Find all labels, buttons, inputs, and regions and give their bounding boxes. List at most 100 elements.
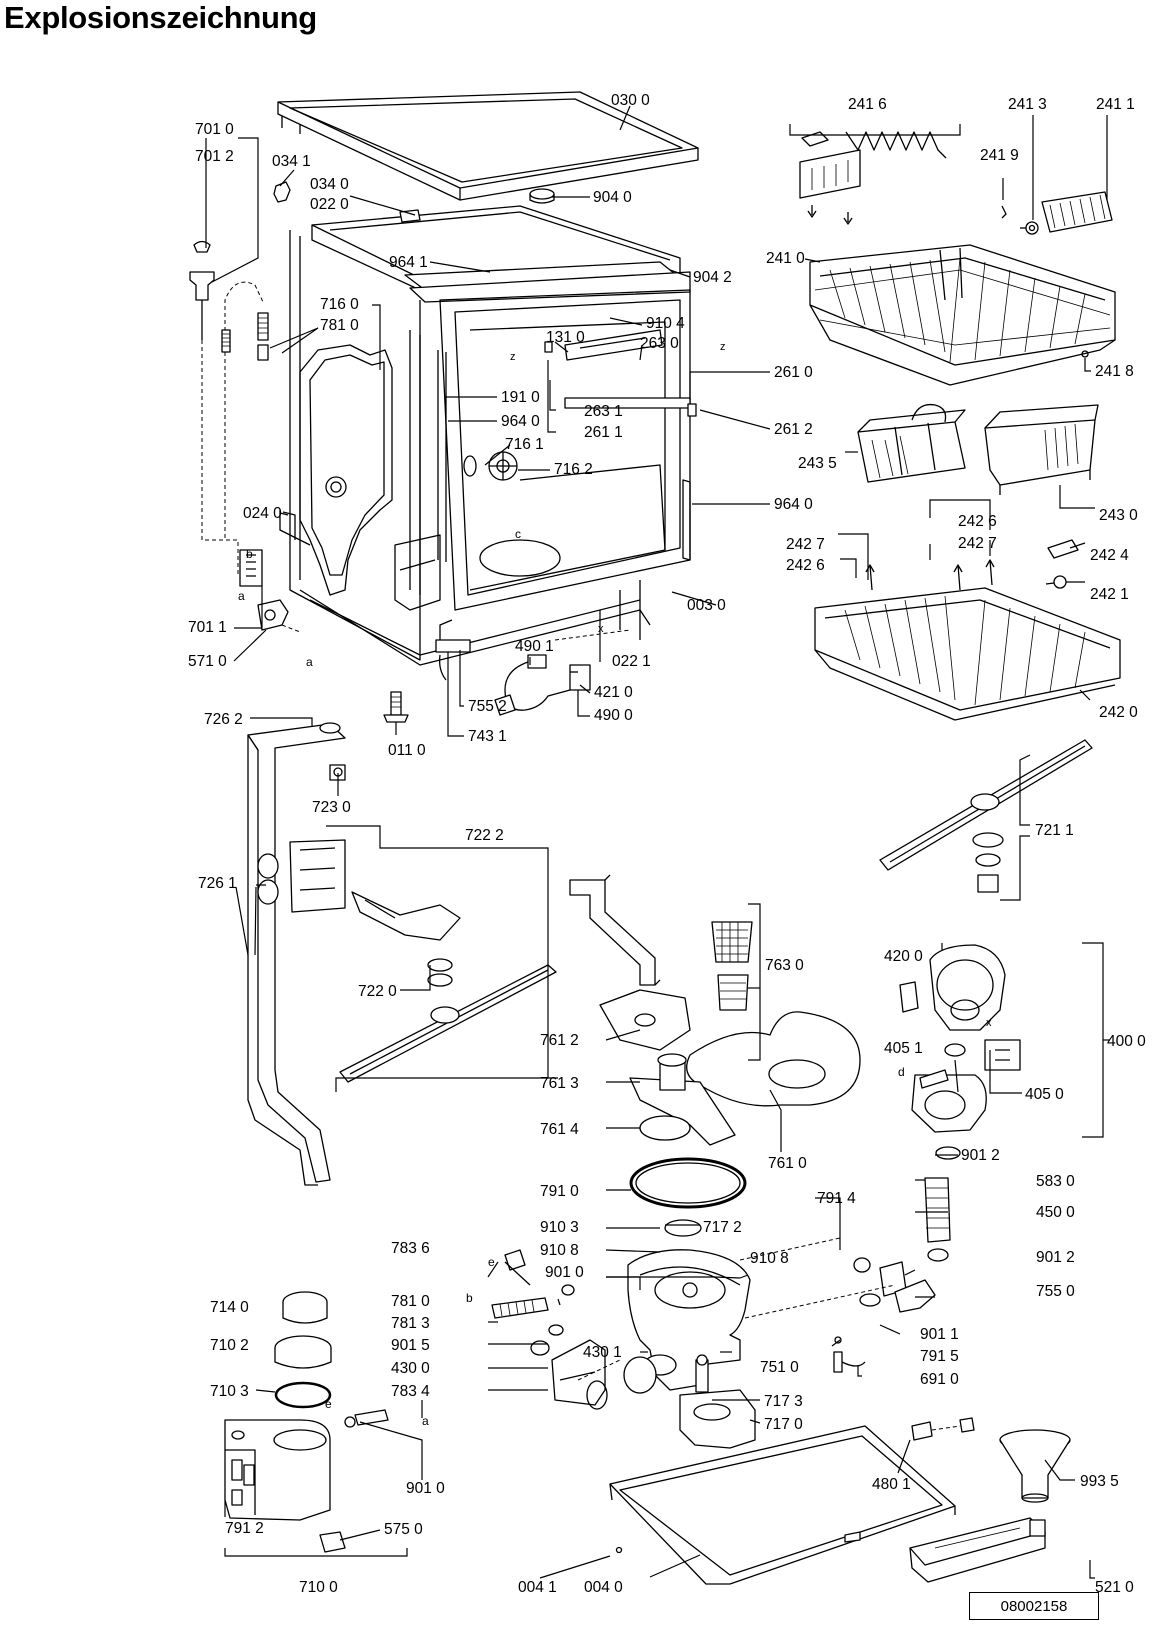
label-964-0-a: 964 0 — [501, 413, 540, 430]
label-003-0: 003 0 — [687, 597, 726, 614]
label-242-6-a: 242 6 — [958, 513, 997, 530]
label-901-2-a: 901 2 — [961, 1147, 1000, 1164]
base-panel-part — [609, 1425, 956, 1585]
distributor-part — [599, 989, 691, 1051]
label-722-2: 722 2 — [465, 827, 504, 844]
label-011-0: 011 0 — [388, 742, 426, 759]
label-904-0: 904 0 — [593, 189, 632, 206]
coarse-filter-part — [629, 1053, 736, 1146]
leader-lines — [205, 105, 1110, 1579]
door-lock-part — [494, 654, 591, 716]
label-242-6-b: 242 6 — [786, 557, 825, 574]
label-901-0-b: 901 0 — [406, 1480, 445, 1497]
inlet-hose-part — [189, 240, 301, 633]
marker-a-2: a — [306, 655, 313, 669]
water-softener-part — [224, 1291, 389, 1553]
label-242-0: 242 0 — [1099, 704, 1138, 721]
label-726-1: 726 1 — [198, 875, 237, 892]
label-761-2: 761 2 — [540, 1032, 579, 1049]
label-420-0: 420 0 — [884, 948, 923, 965]
label-131-0: 131 0 — [546, 329, 585, 346]
hose-clamps-part — [504, 1249, 575, 1356]
label-480-1: 480 1 — [872, 1476, 911, 1493]
label-791-4: 791 4 — [817, 1190, 856, 1207]
label-791-2: 791 2 — [225, 1520, 264, 1537]
label-241-3: 241 3 — [1008, 96, 1047, 113]
label-400-0: 400 0 — [1107, 1033, 1146, 1050]
label-241-9: 241 9 — [980, 147, 1019, 164]
label-910-4: 910 4 — [646, 315, 685, 332]
label-904-2: 904 2 — [693, 269, 732, 286]
label-901-2-b: 901 2 — [1036, 1249, 1075, 1266]
label-791-0: 791 0 — [540, 1183, 579, 1200]
label-034-1: 034 1 — [272, 153, 311, 170]
label-004-0: 004 0 — [584, 1579, 623, 1596]
label-022-1: 022 1 — [612, 653, 651, 670]
label-571-0: 571 0 — [188, 653, 227, 670]
label-901-0-a: 901 0 — [545, 1264, 584, 1281]
label-910-8-a: 910 8 — [540, 1242, 579, 1259]
label-450-0: 450 0 — [1036, 1204, 1075, 1221]
label-405-1: 405 1 — [884, 1040, 923, 1057]
document-number: 08002158 — [1000, 1597, 1068, 1615]
label-241-6: 241 6 — [848, 96, 887, 113]
label-993-5: 993 5 — [1080, 1473, 1119, 1490]
label-763-0: 763 0 — [765, 957, 804, 974]
gasket-part — [639, 1115, 691, 1141]
label-721-1: 721 1 — [1035, 822, 1074, 839]
label-191-0: 191 0 — [501, 389, 540, 406]
sump-part — [627, 1249, 751, 1391]
lower-basket-part — [814, 539, 1121, 721]
label-710-0: 710 0 — [299, 1579, 338, 1596]
label-701-0: 701 0 — [195, 121, 234, 138]
label-430-1: 430 1 — [583, 1344, 622, 1361]
label-901-5: 901 5 — [391, 1337, 430, 1354]
marker-d: d — [898, 1065, 905, 1079]
label-751-0: 751 0 — [760, 1359, 799, 1376]
side-rack-part — [1001, 191, 1113, 235]
regeneration-valve-part — [551, 1339, 657, 1410]
diagram-title: Explosionszeichnung — [4, 0, 317, 35]
label-242-1: 242 1 — [1090, 586, 1129, 603]
label-783-6: 783 6 — [391, 1240, 430, 1257]
label-261-0: 261 0 — [774, 364, 813, 381]
marker-e-1: e — [488, 1255, 495, 1269]
cup-rack-part — [799, 131, 947, 225]
label-964-0-b: 964 0 — [774, 496, 813, 513]
label-430-0: 430 0 — [391, 1360, 430, 1377]
marker-a-3: a — [422, 1414, 429, 1428]
label-783-4: 783 4 — [391, 1383, 430, 1400]
label-691-0: 691 0 — [920, 1371, 959, 1388]
label-575-0: 575 0 — [384, 1521, 423, 1538]
label-743-1: 743 1 — [468, 728, 507, 745]
marker-c: c — [515, 527, 521, 541]
label-726-2: 726 2 — [204, 711, 243, 728]
letter-markers: z z c x b a a x d e b e a — [238, 341, 992, 1428]
label-710-3: 710 3 — [210, 1383, 249, 1400]
label-004-1: 004 1 — [518, 1579, 557, 1596]
drain-hose-part — [491, 1297, 549, 1319]
label-901-1: 901 1 — [920, 1326, 959, 1343]
label-781-3: 781 3 — [391, 1315, 430, 1332]
label-022-0: 022 0 — [310, 196, 349, 213]
label-242-7-b: 242 7 — [958, 535, 997, 552]
water-duct-part — [247, 722, 346, 1186]
sensor-part — [833, 1336, 866, 1373]
label-030-0: 030 0 — [611, 92, 650, 109]
drain-pump-part — [679, 1354, 756, 1449]
clip-part — [273, 181, 291, 203]
label-521-0: 521 0 — [1095, 1579, 1134, 1596]
spray-arm-bracket-part — [289, 839, 461, 987]
label-781-0-top: 781 0 — [320, 317, 359, 334]
circulation-pump-part — [899, 944, 1021, 1133]
label-242-4: 242 4 — [1090, 547, 1129, 564]
micro-filter-part — [711, 921, 753, 1011]
label-242-7-a: 242 7 — [786, 536, 825, 553]
upper-spray-arm-part — [879, 739, 1093, 893]
label-964-1: 964 1 — [389, 254, 428, 271]
label-717-2: 717 2 — [703, 1219, 742, 1236]
label-243-5: 243 5 — [798, 455, 837, 472]
hinge-part — [435, 619, 471, 681]
fine-filter-part — [686, 1011, 861, 1107]
label-241-1: 241 1 — [1096, 96, 1135, 113]
